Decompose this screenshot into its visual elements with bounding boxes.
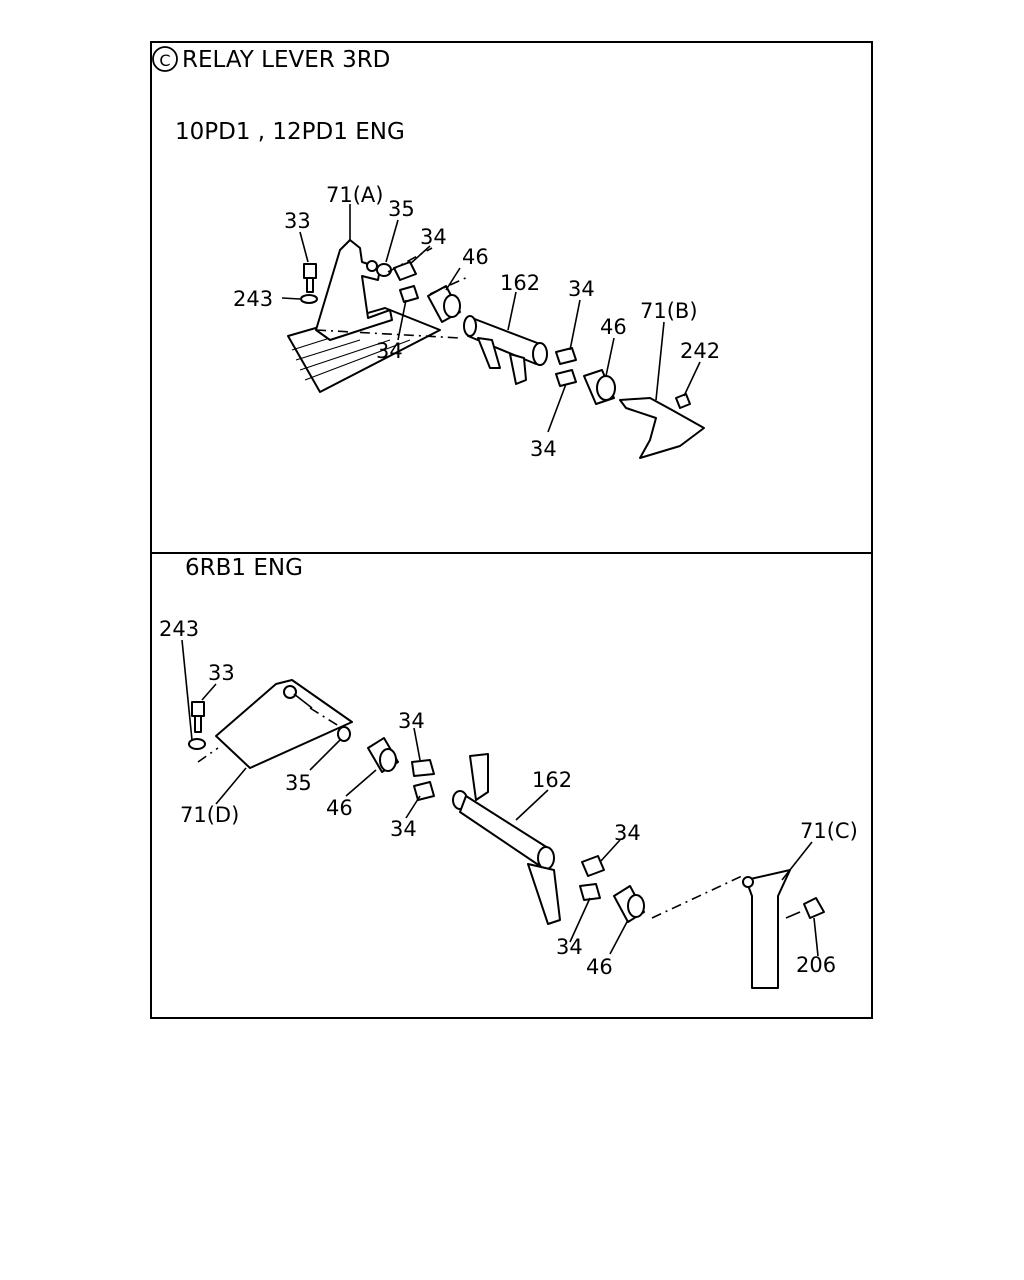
section-1-assembly [281, 204, 705, 459]
callout-34: 34 [556, 935, 583, 959]
bracket-71c [745, 869, 791, 989]
title-symbol: C [159, 51, 170, 70]
bracket-71a-pin [366, 260, 378, 272]
callout-162: 162 [532, 768, 572, 792]
plate-71d-pin [283, 685, 297, 699]
callout-71b: 71(B) [640, 299, 698, 323]
section-2-assembly [181, 639, 825, 989]
callout-242: 242 [680, 339, 720, 363]
clip-34-a [393, 261, 417, 281]
callout-34: 34 [390, 817, 417, 841]
callout-46: 46 [600, 315, 627, 339]
clip-34-d [555, 369, 577, 387]
bolt-206 [785, 897, 825, 919]
shaft-162 [463, 315, 548, 385]
bushing-46-a [427, 285, 461, 323]
callout-33: 33 [208, 661, 235, 685]
callout-34: 34 [614, 821, 641, 845]
callout-243: 243 [233, 287, 273, 311]
clip-34-f [413, 781, 435, 801]
title-symbol-circle: C [152, 46, 178, 72]
ring-35 [337, 726, 351, 742]
callout-34: 34 [376, 339, 403, 363]
clip-34-e [411, 759, 435, 777]
callout-35: 35 [285, 771, 312, 795]
callout-34: 34 [398, 709, 425, 733]
shaft-162 [452, 753, 561, 925]
clip-34-g [581, 855, 605, 877]
callout-35: 35 [388, 197, 415, 221]
alignment-line [315, 329, 461, 339]
bracket-71c-pin [742, 876, 754, 888]
alignment-line [387, 247, 433, 273]
alignment-line [651, 875, 743, 919]
callout-46: 46 [326, 796, 353, 820]
washer-243 [300, 294, 318, 304]
ring-35 [376, 263, 392, 277]
callout-71d: 71(D) [180, 803, 239, 827]
callout-34: 34 [530, 437, 557, 461]
callout-46: 46 [462, 245, 489, 269]
callout-34: 34 [420, 225, 447, 249]
callout-162: 162 [500, 271, 540, 295]
bushing-46-c [367, 737, 399, 773]
callout-206: 206 [796, 953, 836, 977]
bushing-46-b [583, 369, 616, 405]
callout-33: 33 [284, 209, 311, 233]
bolt-33-head [303, 263, 317, 279]
diagram-title: RELAY LEVER 3RD [182, 47, 390, 73]
bushing-46-d [613, 885, 645, 923]
outer-frame [150, 41, 873, 1019]
bracket-71b [619, 397, 705, 459]
bolt-33-shank [194, 715, 202, 733]
callout-46: 46 [586, 955, 613, 979]
section-2-heading: 6RB1 ENG [185, 555, 303, 581]
alignment-line [309, 707, 343, 729]
alignment-line [197, 747, 219, 763]
clip-34-b [399, 285, 419, 303]
callout-243: 243 [159, 617, 199, 641]
clip-34-c [555, 347, 577, 365]
section-1-heading: 10PD1 , 12PD1 ENG [175, 119, 405, 145]
callout-71a: 71(A) [326, 183, 383, 207]
clip-34-h [579, 883, 601, 901]
plate-71d [215, 679, 353, 769]
alignment-line [429, 275, 471, 295]
callout-71c: 71(C) [800, 819, 858, 843]
callout-34: 34 [568, 277, 595, 301]
bolt-33-head [191, 701, 205, 717]
nut-242 [675, 393, 691, 409]
washer-243 [188, 738, 206, 750]
bolt-33-shank [306, 277, 314, 293]
